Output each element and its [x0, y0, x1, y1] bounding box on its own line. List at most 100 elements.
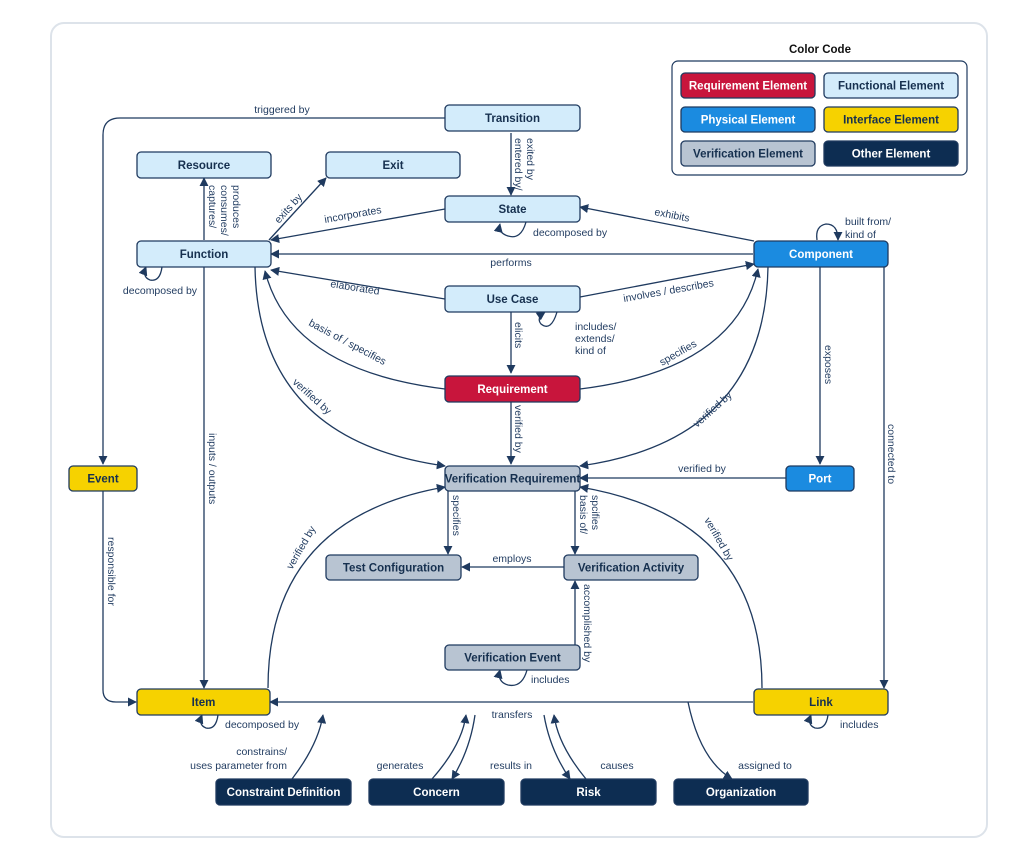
label-ve-includes: includes: [531, 674, 570, 686]
node-test-configuration: Test Configuration: [325, 554, 462, 581]
node-state-label: State: [498, 204, 526, 216]
node-organization-box: [673, 778, 809, 806]
edge-link-includes: [803, 714, 829, 729]
edge-responsible-for: [102, 491, 137, 707]
label-assigned-to: assigned to: [738, 760, 792, 772]
legend-item-verification-box: [680, 140, 816, 167]
label-verified-by-port: verified by: [678, 463, 727, 475]
label-accomplished-by: accomplished by: [581, 584, 593, 663]
label-exposes: exposes: [822, 345, 834, 384]
node-link: Link: [753, 688, 889, 716]
node-exit-box: [325, 151, 461, 179]
node-item: Item: [136, 688, 271, 716]
label-link-includes: includes: [840, 719, 879, 731]
node-organization: Organization: [673, 778, 809, 806]
node-risk-box: [520, 778, 657, 806]
node-verification-event-label: Verification Event: [464, 653, 561, 665]
node-verification-requirement-label: Verification Requirement: [445, 474, 581, 486]
label-employs: employs: [492, 553, 531, 565]
legend-item-other-box: [823, 140, 959, 167]
edge-basis-of-specifies: [262, 270, 446, 390]
node-state-box: [444, 195, 581, 223]
node-component: Component: [753, 240, 889, 268]
node-use-case-box: [444, 285, 581, 313]
edge-exits-by: [268, 177, 327, 241]
label-verified-by-requirement: verified by: [512, 405, 524, 454]
label-transfers: transfers: [492, 709, 533, 721]
node-risk-label: Risk: [576, 787, 601, 799]
legend-item-other-label: Other Element: [852, 149, 931, 161]
label-basis-of: basis of/: [577, 495, 589, 534]
legend-item-requirement-label: Requirement Element: [689, 81, 807, 93]
node-event: Event: [68, 465, 138, 492]
node-requirement-box: [444, 375, 581, 403]
label-verified-by-component: verified by: [691, 389, 735, 430]
node-resource: Resource: [136, 151, 272, 179]
edge-incorporates: [270, 208, 446, 244]
label-includes: includes/: [575, 321, 617, 333]
edge-includes-extends: [535, 311, 558, 327]
label-spcifies: spcifies: [589, 495, 601, 530]
label-exits-by: exits by: [272, 191, 305, 226]
edge-function-decomposed: [138, 266, 163, 281]
node-function: Function: [136, 240, 272, 268]
edge-elaborated: [270, 266, 446, 300]
edge-ve-includes: [493, 669, 528, 687]
node-link-label: Link: [809, 697, 833, 709]
node-exit-label: Exit: [382, 160, 403, 172]
node-verification-activity-box: [563, 554, 699, 581]
node-component-label: Component: [789, 249, 853, 261]
label-extends: extends/: [575, 333, 615, 345]
label-constrains: constrains/: [236, 746, 287, 758]
legend-item-functional: Functional Element: [823, 72, 959, 99]
label-state-decomposed: decomposed by: [533, 227, 608, 239]
label-produces: produces: [230, 185, 242, 228]
edge-verified-by-function: [254, 266, 446, 470]
node-organization-label: Organization: [706, 787, 776, 799]
label-connected-to: connected to: [885, 424, 897, 484]
edge-triggered-by: [98, 117, 445, 465]
edge-verified-by-link: [579, 483, 763, 689]
label-uses-parameter: uses parameter from: [190, 760, 287, 772]
edge-causes: [550, 714, 587, 780]
node-concern: Concern: [368, 778, 505, 806]
legend-item-interface-box: [823, 106, 959, 133]
edge-exhibits: [579, 204, 755, 242]
label-function-decomposed: decomposed by: [123, 285, 198, 297]
edge-results-in: [451, 714, 476, 780]
node-risk: Risk: [520, 778, 657, 806]
node-port-label: Port: [809, 474, 832, 486]
node-verification-requirement: Verification Requirement: [444, 465, 581, 492]
label-built-from: built from/: [845, 216, 891, 228]
node-verification-requirement-box: [444, 465, 581, 492]
node-use-case-label: Use Case: [487, 294, 539, 306]
label-performs: performs: [490, 257, 531, 269]
edges: [98, 117, 889, 780]
label-generates: generates: [377, 760, 424, 772]
node-requirement: Requirement: [444, 375, 581, 403]
legend-item-other: Other Element: [823, 140, 959, 167]
node-use-case: Use Case: [444, 285, 581, 313]
edge-built-from: [816, 223, 843, 241]
label-responsible-for: responsible for: [105, 537, 117, 606]
edge-verified-by-component: [579, 266, 769, 470]
node-event-box: [68, 465, 138, 492]
label-kind-of: kind of: [845, 229, 876, 241]
label-item-decomposed: decomposed by: [225, 719, 300, 731]
label-consumes: consumes/: [218, 185, 230, 236]
label-exited-by: exited by: [524, 138, 536, 181]
node-concern-label: Concern: [413, 787, 460, 799]
label-captures: captures/: [206, 185, 218, 228]
node-item-box: [136, 688, 271, 716]
legend-item-functional-box: [823, 72, 959, 99]
label-verified-by-item: verified by: [284, 523, 319, 571]
node-exit: Exit: [325, 151, 461, 179]
legend-item-verification-label: Verification Element: [693, 149, 803, 161]
node-verification-event: Verification Event: [444, 644, 581, 671]
legend-item-interface-label: Interface Element: [843, 115, 939, 127]
node-port-box: [785, 465, 855, 492]
edge-verified-by-item: [267, 483, 446, 689]
edge-risk-up: [543, 714, 571, 780]
node-transition-label: Transition: [485, 113, 540, 125]
label-basis-of-specifies: basis of / specifies: [307, 317, 388, 368]
